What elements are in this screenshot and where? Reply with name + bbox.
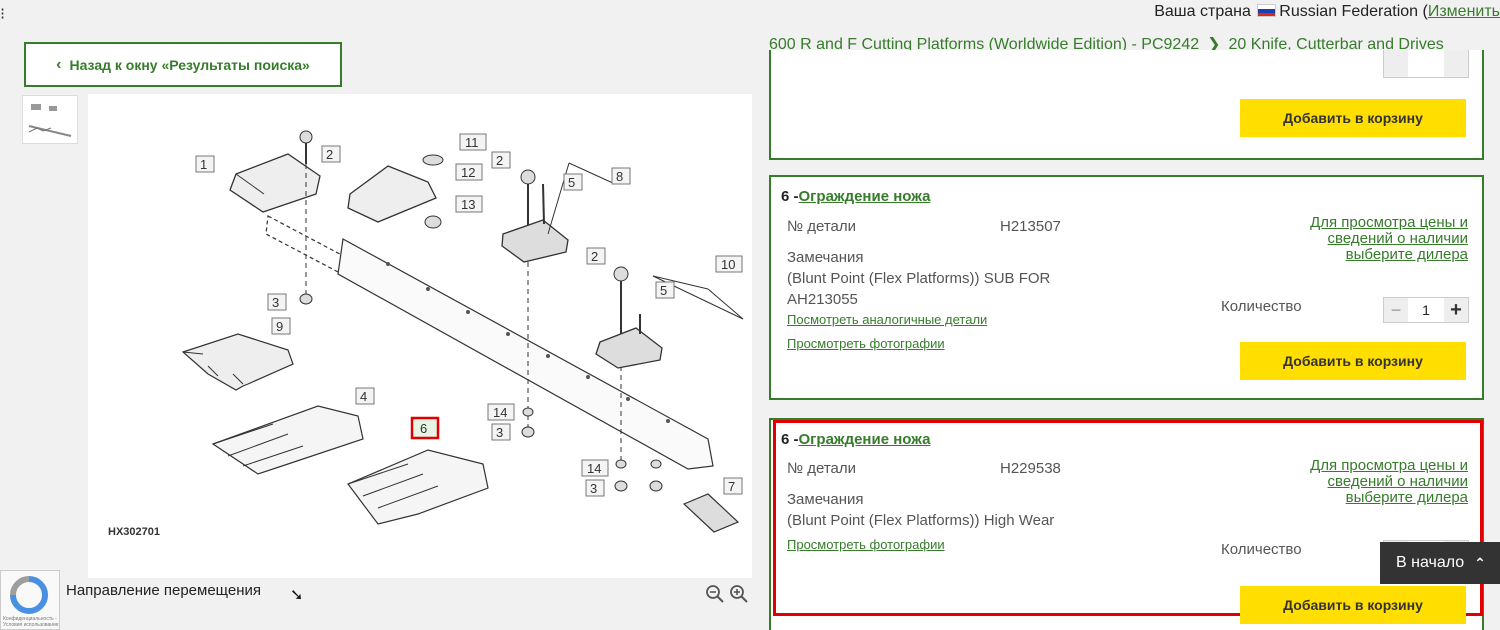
country-label: Ваша страна [1154,3,1251,20]
chevron-left-icon: ‹ [56,55,62,73]
change-country-link[interactable]: Изменить [1427,3,1500,20]
callout-5b: 5 [660,283,667,298]
part-number-label: № детали [787,460,857,477]
parts-diagram-drawing: 1 2 11 12 13 2 5 8 2 5 10 3 9 4 6 14 3 1… [108,130,744,538]
add-to-cart-button[interactable]: Добавить в корзину [1240,586,1466,624]
recaptcha-text: Конфиденциальность - Условия использован… [3,616,59,628]
select-dealer-link[interactable]: Для просмотра цены и сведений о наличии … [1310,214,1468,263]
zoom-in-icon[interactable] [729,584,749,609]
notes: Замечания (Blunt Point (Flex Platforms))… [787,489,1054,531]
menu-dots-icon[interactable]: ⁝ [0,6,6,23]
callout-3c: 3 [590,481,597,496]
top-bar: ⁝ Ваша страна Russian Federation (Измени… [0,0,1500,26]
country-selector: Ваша страна Russian Federation (Изменить [1154,3,1500,20]
callout-3b: 3 [496,425,503,440]
add-to-cart-button[interactable]: Добавить в корзину [1240,99,1466,137]
callout-2c: 2 [591,249,598,264]
part-name-link[interactable]: Ограждение ножа [798,431,931,448]
view-photos-link[interactable]: Просмотреть фотографии [787,336,945,351]
part-title: 6 -Ограждение ножа [781,431,930,448]
notes-label: Замечания [787,491,864,508]
navigation-direction-label: Направление перемещения [66,582,261,599]
callout-6-selected: 6 [420,421,427,436]
part-ref: 6 - [781,431,799,448]
recaptcha-icon [10,576,48,614]
callout-7: 7 [728,479,735,494]
callout-5a: 5 [568,175,575,190]
part-name-link[interactable]: Ограждение ножа [798,188,931,205]
callout-11: 11 [465,135,479,150]
chevron-right-icon: ❯ [1207,36,1221,53]
part-number-value: H229538 [1000,460,1061,477]
quantity-label: Количество [1221,541,1302,558]
quantity-label: Количество [1221,298,1302,315]
back-to-top-label: В начало [1396,554,1465,571]
callout-9: 9 [276,319,283,334]
back-to-results-button[interactable]: ‹ Назад к окну «Результаты поиска» [24,42,342,87]
view-similar-parts-link[interactable]: Посмотреть аналогичные детали [787,312,988,327]
callout-2a: 2 [326,147,333,162]
part-number-label: № детали [787,218,857,235]
quantity-value[interactable]: 1 [1422,302,1430,318]
quantity-stepper-partial[interactable] [1383,50,1469,78]
callout-8: 8 [616,169,623,184]
selected-highlight [773,420,1483,616]
quantity-stepper[interactable]: − 1 + [1383,297,1469,323]
callout-2b: 2 [496,153,503,168]
callout-4: 4 [360,389,367,404]
back-to-top-button[interactable]: В начало ⌃ [1380,542,1500,584]
recaptcha-badge[interactable]: Конфиденциальность - Условия использован… [0,570,60,630]
diagram-code: HX302701 [108,526,160,538]
callout-13: 13 [461,197,475,212]
notes-line1: (Blunt Point (Flex Platforms)) SUB FOR [787,270,1051,287]
breadcrumb-item-section[interactable]: 20 Knife, Cutterbar and Drives [1228,36,1444,53]
callout-12: 12 [461,165,475,180]
add-to-cart-button[interactable]: Добавить в корзину [1240,342,1466,380]
parts-diagram[interactable]: 1 2 11 12 13 2 5 8 2 5 10 3 9 4 6 14 3 1… [88,94,752,578]
arrow-southwest-icon: ➘ [290,587,304,604]
select-dealer-link[interactable]: Для просмотра цены и сведений о наличии … [1310,457,1468,506]
callout-10: 10 [721,257,735,272]
callout-14b: 14 [587,461,601,476]
view-photos-link[interactable]: Просмотреть фотографии [787,537,945,552]
callout-labels: 1 2 11 12 13 2 5 8 2 5 10 3 9 4 6 14 3 1… [195,133,743,497]
part-number-value: H213507 [1000,218,1061,235]
part-card-previous: Добавить в корзину [769,50,1484,160]
part-title: 6 -Ограждение ножа [781,188,930,205]
callout-3a: 3 [272,295,279,310]
breadcrumb: 600 R and F Cutting Platforms (Worldwide… [769,36,1489,72]
zoom-out-icon[interactable] [705,584,725,609]
country-name: Russian Federation [1279,3,1419,20]
back-button-label: Назад к окну «Результаты поиска» [69,56,310,73]
chevron-up-icon: ⌃ [1474,554,1486,571]
diagram-thumbnail[interactable] [22,95,78,144]
notes-line1: (Blunt Point (Flex Platforms)) High Wear [787,512,1055,529]
notes-line2: AH213055 [787,291,858,308]
part-ref: 6 - [781,188,799,205]
callout-1: 1 [200,157,207,172]
part-card-h229538: 6 -Ограждение ножа № детали H229538 Заме… [769,418,1484,630]
minus-icon[interactable]: − [1384,298,1408,322]
russia-flag-icon [1257,4,1277,18]
callout-14a: 14 [493,405,507,420]
notes: Замечания (Blunt Point (Flex Platforms))… [787,247,1050,310]
plus-icon[interactable]: + [1444,298,1468,322]
part-card-h213507: 6 -Ограждение ножа № детали H213507 Заме… [769,175,1484,400]
breadcrumb-item-model[interactable]: 600 R and F Cutting Platforms (Worldwide… [769,36,1200,53]
notes-label: Замечания [787,249,864,266]
